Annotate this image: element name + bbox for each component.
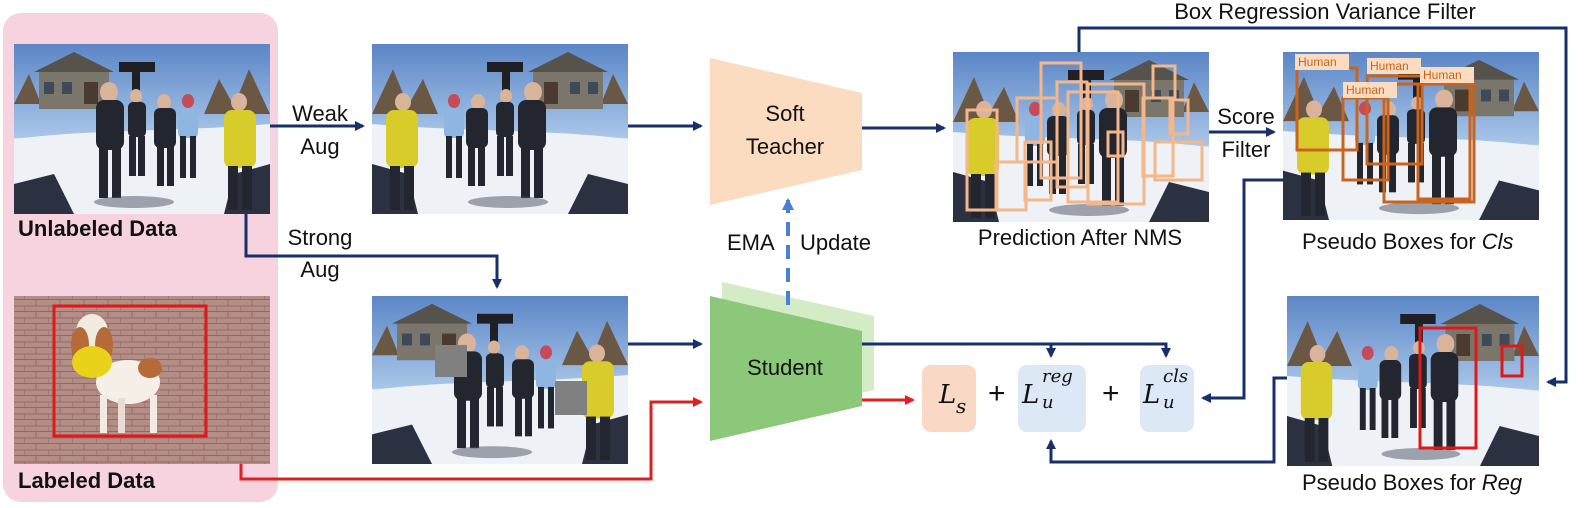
score-filter-label-1: Score (1217, 104, 1275, 129)
loss-lcls-box (1140, 365, 1194, 432)
pseudo-reg-prefix: Pseudo Boxes for (1302, 470, 1482, 495)
arrow-student-to-losses (862, 342, 1171, 358)
ema-label: EMA (727, 230, 775, 255)
loss-lreg-sup: reg (1042, 366, 1073, 387)
box-regression-label: Box Regression Variance Filter (1174, 0, 1476, 24)
weak-aug-label-1: Weak (292, 101, 348, 126)
soft-teacher-label-2: Teacher (745, 134, 825, 159)
loss-lreg-box (1018, 365, 1086, 432)
soft-teacher-label-1: Soft (765, 101, 805, 126)
human-label-4: Human (1346, 83, 1385, 97)
loss-ls-box (922, 365, 976, 432)
pseudo-cls-image: Human Human Human Human (1283, 52, 1539, 220)
loss-lreg: L reg u (1022, 366, 1073, 413)
human-label-3: Human (1423, 68, 1462, 82)
loss-ls: L s (939, 380, 967, 418)
prediction-image (953, 52, 1209, 222)
arrow-reg-to-lreg (1046, 376, 1287, 464)
pseudo-reg-label: Pseudo Boxes for Reg (1302, 470, 1522, 496)
pseudo-cls-label: Pseudo Boxes for Cls (1302, 229, 1514, 255)
pseudo-reg-italic: Reg (1481, 470, 1523, 495)
arrow-box-regression (1077, 26, 1568, 387)
strong-aug-image (372, 296, 628, 464)
human-label-1: Human (1298, 55, 1337, 69)
plus-1: + (988, 377, 1006, 410)
pseudo-reg-image (1287, 296, 1539, 466)
loss-lcls-sub: u (1163, 392, 1175, 413)
unlabeled-image (14, 44, 270, 214)
student-block (710, 296, 862, 441)
arrow-strong-aug (244, 214, 502, 289)
labeled-data-label: Labeled Data (18, 468, 155, 493)
arrow-labeled-to-student (239, 397, 703, 481)
plus-2: + (1102, 377, 1120, 410)
soft-teacher-block (710, 58, 862, 205)
update-label: Update (800, 230, 871, 255)
weak-aug-image (372, 44, 628, 214)
arrow-cls-to-lcls (1201, 178, 1283, 403)
labeled-gt-box (52, 304, 208, 438)
student-label: Student (747, 355, 823, 380)
loss-lcls-sup: cls (1163, 366, 1189, 387)
loss-lreg-sub: u (1042, 392, 1054, 413)
labeled-image (14, 296, 270, 464)
pseudo-cls-italic: Cls (1481, 229, 1514, 254)
pseudo-cls-prefix: Pseudo Boxes for (1302, 229, 1482, 254)
loss-lcls: L cls u (1143, 366, 1189, 413)
unlabeled-data-label: Unlabeled Data (18, 216, 177, 241)
score-filter-label-2: Filter (1221, 137, 1271, 162)
loss-ls-sub: s (956, 394, 967, 418)
prediction-label: Prediction After NMS (977, 225, 1183, 250)
weak-aug-label-2: Aug (300, 134, 340, 159)
strong-aug-label-2: Aug (300, 257, 340, 282)
strong-aug-label-1: Strong (287, 225, 353, 250)
human-label-2: Human (1370, 59, 1409, 73)
